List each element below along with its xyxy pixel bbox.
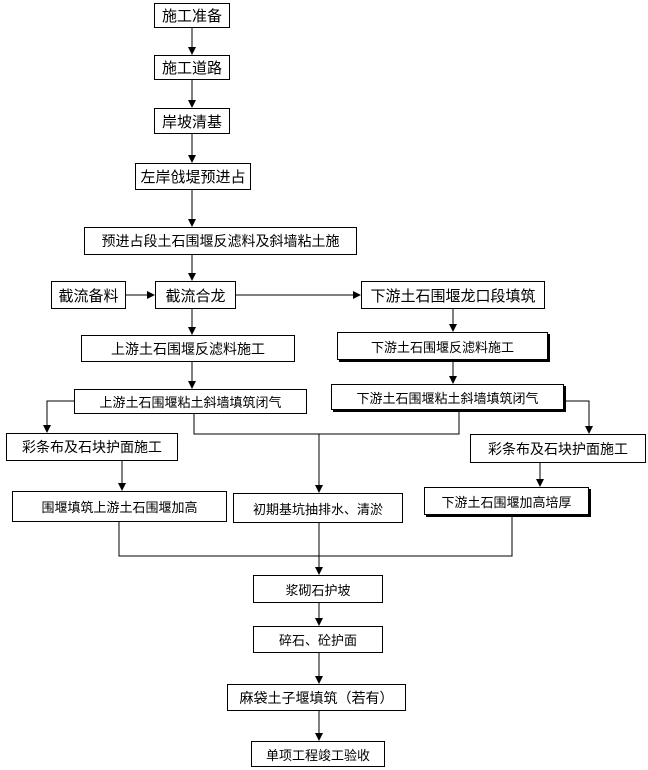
step-upstream-raising: 围堰填筑上游土石围堰加高 — [12, 491, 227, 522]
step-downstream-revetment: 彩条布及石块护面施工 — [470, 434, 646, 463]
step-downstream-thickening: 下游土石围堰加高培厚 — [424, 487, 589, 515]
step-gravel-concrete: 碎石、砼护面 — [253, 626, 383, 653]
step-upstream-clay-wall: 上游土石围堰粘土斜墙填筑闭气 — [74, 389, 307, 414]
step-left-bank-advance: 左岸戗堤预进占 — [135, 163, 251, 190]
step-masonry-slope: 浆砌石护坡 — [253, 575, 383, 603]
arrow-d2-d3 — [564, 400, 593, 434]
step-river-closure: 截流合龙 — [155, 281, 236, 309]
step-pit-dewatering: 初期基坑抽排水、清淤 — [233, 493, 403, 523]
step-construction-road: 施工道路 — [154, 55, 230, 80]
step-bank-clearing: 岸坡清基 — [154, 108, 230, 134]
step-sandbag-cofferdam: 麻袋土子堰填筑（若有） — [227, 684, 406, 711]
step-downstream-clay-wall: 下游土石围堰粘土斜墙填筑闭气 — [331, 384, 564, 410]
step-final-acceptance: 单项工程竣工验收 — [251, 741, 385, 767]
step-upstream-revetment: 彩条布及石块护面施工 — [6, 433, 178, 461]
step-downstream-gap-fill: 下游土石围堰龙口段填筑 — [361, 281, 545, 309]
step-closure-materials: 截流备料 — [51, 281, 126, 309]
connector-bottom-merge — [118, 515, 513, 557]
connector-u2-merge — [193, 410, 460, 435]
arrow-u2-u3 — [43, 400, 74, 433]
step-construction-prep: 施工准备 — [154, 3, 230, 28]
step-upstream-filter: 上游土石围堰反滤料施工 — [81, 335, 295, 362]
step-downstream-filter: 下游土石围堰反滤料施工 — [337, 332, 548, 360]
step-advance-section-filter: 预进占段土石围堰反滤料及斜墙粘土施 — [84, 227, 357, 255]
